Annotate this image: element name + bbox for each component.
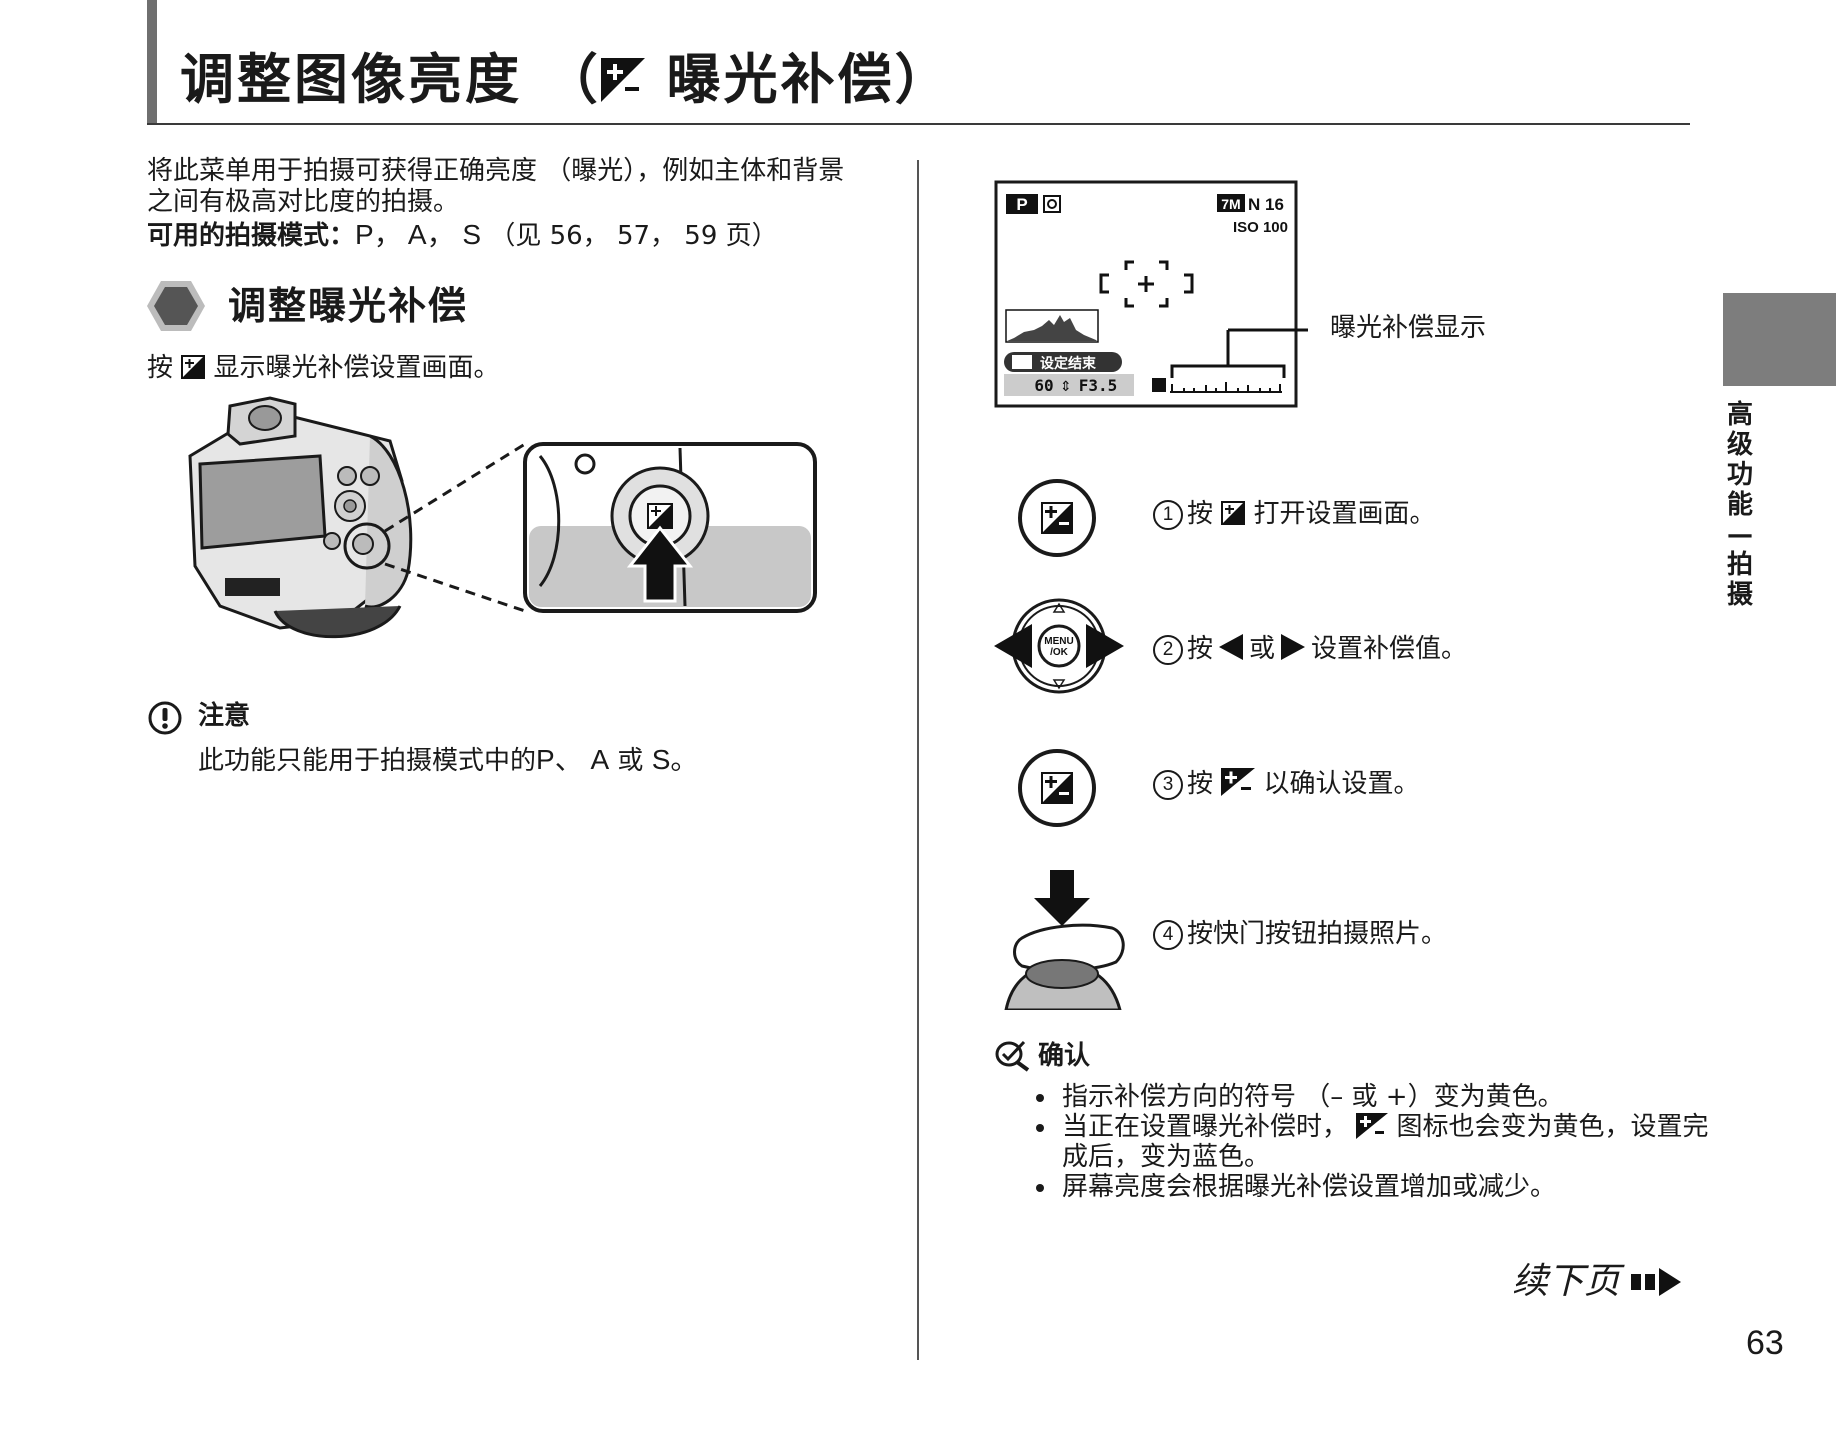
exposure-compensation-icon — [600, 58, 645, 102]
list-item: 屏幕亮度会根据曝光补偿设置增加或减少。 — [1030, 1172, 1710, 1202]
lcd-set-end: 设定结束 — [1040, 355, 1097, 372]
note-body: 此功能只能用于拍摄模式中的P、 A 或 S。 — [198, 744, 699, 776]
lcd-iso: ISO 100 — [1233, 219, 1288, 236]
step3-ev-button-icon — [1015, 746, 1099, 834]
lcd-quality-count: N 16 — [1248, 195, 1284, 214]
lcd-screen-illustration: P 7M N 16 ISO 100 设定结束 60 ⇕ F3.5 — [994, 180, 1310, 414]
exposure-compensation-icon — [1221, 501, 1246, 525]
exposure-compensation-icon — [1356, 1113, 1389, 1139]
page-number: 63 — [1746, 1324, 1784, 1362]
page-title: 调整图像亮度 （ 曝光补偿） — [180, 48, 952, 111]
step2-dpad-icon: MENU /OK — [994, 598, 1124, 698]
title-underline — [147, 123, 1690, 125]
confirm-list: 指示补偿方向的符号 （– 或 +）变为黄色。 当正在设置曝光补偿时， 图标也会变… — [1030, 1082, 1710, 1202]
press-instruction: 按 显示曝光补偿设置画面。 — [147, 353, 500, 383]
chapter-tab — [1723, 293, 1836, 386]
next-page-arrow-icon — [1631, 1264, 1682, 1305]
step4-shutter-press-icon — [992, 870, 1132, 1014]
camera-illustration — [180, 396, 820, 650]
title-accent-bar — [147, 0, 157, 125]
continued-next-page: 续下页 — [1512, 1252, 1682, 1305]
check-magnifier-icon — [994, 1040, 1032, 1076]
lcd-shutter: 60 — [1034, 376, 1053, 395]
intro-paragraph: 将此菜单用于拍摄可获得正确亮度 （曝光），例如主体和背景之间有极高对比度的拍摄。 — [147, 156, 845, 217]
menu-ok-label-line1: MENU — [1044, 636, 1073, 647]
left-arrow-icon — [1219, 634, 1244, 660]
lcd-mode: P — [1016, 195, 1027, 214]
section-hexagon-icon — [147, 281, 205, 335]
chapter-tab-label: 高级功能—拍摄 — [1726, 400, 1753, 610]
menu-ok-label-line2: /OK — [1050, 647, 1069, 658]
exposure-compensation-icon — [1221, 768, 1256, 796]
exposure-display-callout: 曝光补偿显示 — [1330, 313, 1487, 343]
step1-ev-button-icon — [1015, 476, 1099, 564]
list-item: 当正在设置曝光补偿时， 图标也会变为黄色，设置完成后，变为蓝色。 — [1030, 1112, 1710, 1172]
list-item: 指示补偿方向的符号 （– 或 +）变为黄色。 — [1030, 1082, 1710, 1112]
lcd-aperture: F3.5 — [1079, 376, 1118, 395]
confirm-title: 确认 — [1038, 1041, 1091, 1071]
caution-icon — [147, 700, 183, 740]
column-divider — [917, 160, 919, 1360]
available-modes: 可用的拍摄模式：P， A， S （见 56， 57， 59 页） — [147, 219, 778, 251]
note-title: 注意 — [198, 701, 251, 731]
svg-text:⇕: ⇕ — [1060, 379, 1072, 395]
lcd-image-size: 7M — [1221, 196, 1240, 212]
exposure-compensation-icon — [181, 355, 206, 379]
section-title: 调整曝光补偿 — [228, 284, 469, 328]
right-arrow-icon — [1281, 634, 1306, 660]
